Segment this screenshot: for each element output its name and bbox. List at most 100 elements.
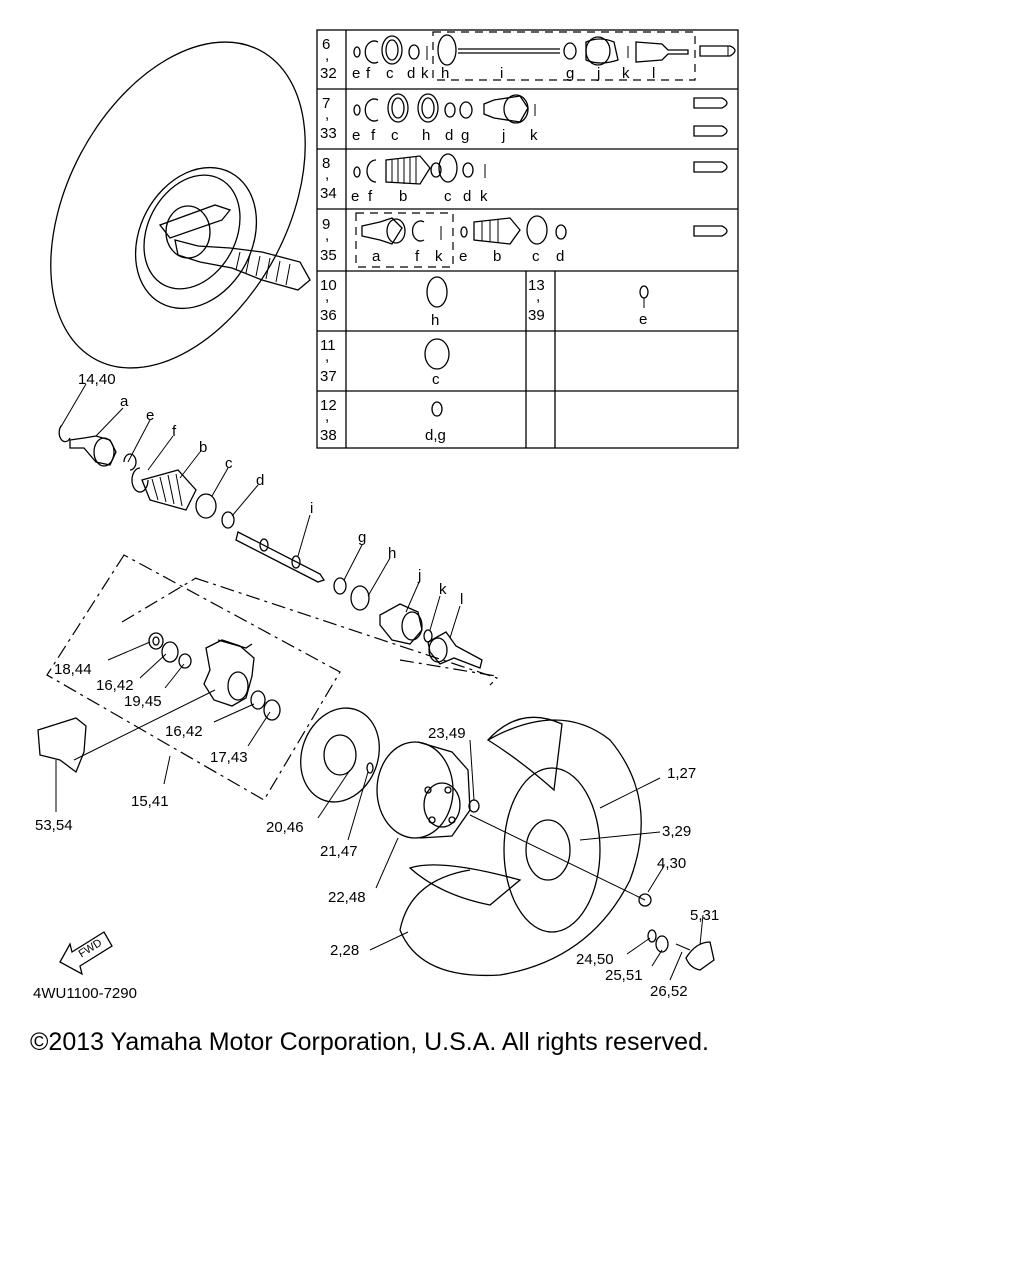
callout-c: c — [225, 455, 233, 472]
diagram-code: 4WU1100-7290 — [33, 985, 137, 1000]
row-10-letter-h: h — [431, 312, 439, 329]
row-6-letter-h: h — [441, 65, 449, 82]
fwd-label: FWD — [77, 937, 105, 960]
callout-d: d — [256, 472, 264, 489]
row-7-letter-e: e — [352, 127, 360, 144]
row-6-letter-f: f — [366, 65, 371, 82]
callout-53-54: 53,54 — [35, 817, 73, 834]
row-13-part-e — [639, 285, 649, 299]
row-13-comma: , — [536, 288, 540, 305]
shaft-axis-line — [194, 577, 499, 686]
rear-wheel-and-tire — [399, 716, 715, 977]
row-10-comma: , — [325, 288, 329, 305]
row-11-top: 11 — [320, 337, 336, 354]
exploded-parts-diagram: 6 , 32 7 , 33 8 , 34 9 , 35 10 , 36 13 ,… — [33, 29, 739, 1000]
row-7-letter-c: c — [391, 127, 399, 144]
row-11-bottom: 37 — [320, 368, 337, 385]
callout-4-30: 4,30 — [657, 855, 686, 872]
row-13-top: 13 — [528, 277, 545, 294]
row-7-letter-g: g — [461, 127, 469, 144]
row-8-letter-f: f — [368, 188, 373, 205]
callout-5-31: 5,31 — [690, 907, 719, 924]
row-12-part-dg — [431, 401, 443, 417]
callout-23-49: 23,49 — [428, 725, 466, 742]
callout-f: f — [172, 423, 177, 440]
row-9-letter-c: c — [532, 248, 540, 265]
row-6-letter-j: j — [596, 65, 600, 82]
knuckle-group-outline — [46, 554, 341, 801]
brake-disc — [300, 707, 380, 803]
row-8-parts — [353, 153, 728, 185]
row-8-letter-k: k — [480, 188, 488, 205]
row-8-letter-c: c — [444, 188, 452, 205]
callout-1-27: 1,27 — [667, 765, 696, 782]
row-9-comma: , — [325, 227, 329, 244]
callout-24-50: 24,50 — [576, 951, 614, 968]
row-12-bottom: 38 — [320, 427, 337, 444]
callout-26-52: 26,52 — [650, 983, 688, 1000]
callout-a: a — [120, 393, 129, 410]
row-7-parts — [353, 93, 728, 137]
copyright-notice: ©2013 Yamaha Motor Corporation, U.S.A. A… — [30, 1028, 709, 1056]
callout-25-51: 25,51 — [605, 967, 643, 984]
callout-b: b — [199, 439, 207, 456]
row-6-letter-k2: k — [622, 65, 630, 82]
callout-labels: 14,40 a e f b c d i g h j k l 18,44 16,4… — [35, 371, 719, 1000]
callout-21-47: 21,47 — [320, 843, 358, 860]
row-12-comma: , — [325, 408, 329, 425]
callout-20-46: 20,46 — [266, 819, 304, 836]
row-8-letter-b: b — [399, 188, 407, 205]
row-7-letter-j: j — [501, 127, 505, 144]
row-6-letter-i: i — [500, 65, 503, 82]
callout-16-42-a: 16,42 — [96, 677, 134, 694]
callout-18-44: 18,44 — [54, 661, 92, 678]
row-9-letter-b: b — [493, 248, 501, 265]
row-9-letter-f: f — [415, 248, 420, 265]
callout-14-40: 14,40 — [78, 371, 116, 388]
drive-shaft-exploded-parts — [58, 424, 497, 677]
row-7-letter-f: f — [371, 127, 376, 144]
row-6-letter-d: d — [407, 65, 415, 82]
row-6-comma: , — [325, 47, 329, 64]
row-9-letter-k: k — [435, 248, 443, 265]
row-9-bottom: 35 — [320, 247, 337, 264]
callout-k: k — [439, 581, 447, 598]
row-8-letter-d: d — [463, 188, 471, 205]
callout-2-28: 2,28 — [330, 942, 359, 959]
row-6-letter-e: e — [352, 65, 360, 82]
row-7-bottom: 33 — [320, 125, 337, 142]
callout-19-45: 19,45 — [124, 693, 162, 710]
row-9-top: 9 — [322, 216, 330, 233]
row-8-comma: , — [325, 166, 329, 183]
row-12-top: 12 — [320, 397, 337, 414]
row-10-bottom: 36 — [320, 307, 337, 324]
row-6-letter-k: k — [421, 65, 429, 82]
row-9-letter-d: d — [556, 248, 564, 265]
row-6-bottom: 32 — [320, 65, 337, 82]
callout-e: e — [146, 407, 154, 424]
front-wheel-assembly-illustration — [50, 41, 311, 369]
kit-contents-table: 6 , 32 7 , 33 8 , 34 9 , 35 10 , 36 13 ,… — [316, 29, 739, 449]
row-10-part-h — [426, 276, 448, 308]
row-6-letter-g: g — [566, 65, 574, 82]
callout-h: h — [388, 545, 396, 562]
row-11-part-c — [424, 338, 450, 370]
row-13-bottom: 39 — [528, 307, 545, 324]
row-8-top: 8 — [322, 155, 330, 172]
row-7-comma: , — [325, 106, 329, 123]
knuckle-parts — [37, 632, 281, 774]
row-6-letter-l: l — [652, 65, 655, 82]
row-7-letter-h: h — [422, 127, 430, 144]
row-8-letter-e: e — [351, 188, 359, 205]
callout-g: g — [358, 529, 366, 546]
leader-lines — [55, 383, 704, 981]
row-9-parts — [355, 212, 728, 268]
row-13-letter-e: e — [639, 311, 647, 328]
row-6-top: 6 — [322, 36, 330, 53]
row-12-letter-dg: d,g — [425, 427, 446, 444]
wheel-hub — [376, 741, 480, 839]
callout-i: i — [310, 500, 313, 517]
callout-3-29: 3,29 — [662, 823, 691, 840]
row-11-comma: , — [325, 348, 329, 365]
fwd-arrow-icon: FWD — [59, 931, 113, 976]
